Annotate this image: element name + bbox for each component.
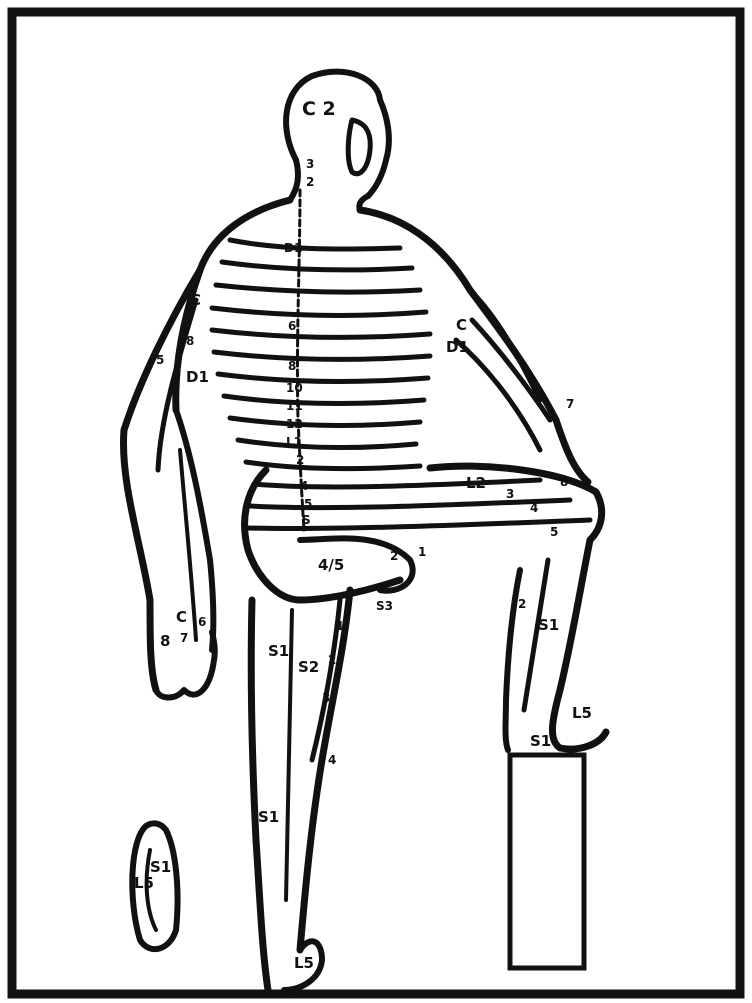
label-left-leg-3: 3 bbox=[322, 691, 330, 705]
label-head-c2: C 2 bbox=[302, 98, 336, 120]
label-neck-3: 3 bbox=[306, 157, 314, 171]
label-left-arm-c: C bbox=[190, 291, 201, 309]
label-hand-6: 6 bbox=[198, 615, 206, 629]
label-spine-l1: L1 bbox=[286, 435, 302, 449]
label-buttock-45: 4/5 bbox=[318, 556, 344, 574]
label-left-arm-5: 5 bbox=[156, 353, 164, 367]
label-thigh-l2: L2 bbox=[466, 474, 486, 492]
label-right-arm-7: 7 bbox=[566, 397, 574, 411]
label-hand-8: 8 bbox=[160, 632, 170, 650]
label-right-arm-d1: D1 bbox=[446, 338, 469, 356]
label-spine-6: 6 bbox=[288, 319, 296, 333]
label-foot-s1: S1 bbox=[530, 732, 551, 750]
label-calf-s1: S1 bbox=[258, 808, 279, 826]
label-hand-7: 7 bbox=[180, 631, 188, 645]
label-buttock-1: 1 bbox=[418, 545, 426, 559]
label-left-leg-1: 1 bbox=[336, 619, 344, 633]
label-hand-c: C bbox=[176, 608, 187, 626]
label-sole-l5: L5 bbox=[134, 874, 154, 892]
label-left-leg-2: 2 bbox=[328, 653, 336, 667]
label-spine-11: 11 bbox=[286, 399, 303, 413]
label-right-arm-8: 8 bbox=[560, 475, 568, 489]
label-left-leg-s2: S2 bbox=[298, 658, 319, 676]
label-right-leg-2: 2 bbox=[518, 597, 526, 611]
label-thigh-3: 3 bbox=[506, 487, 514, 501]
label-sacral-s3: S3 bbox=[376, 599, 393, 613]
label-thigh-4: 4 bbox=[530, 501, 538, 515]
figure-border bbox=[12, 12, 740, 994]
label-left-arm-d1: D1 bbox=[186, 368, 209, 386]
label-heel-l5: L5 bbox=[294, 954, 314, 972]
label-spine-l4: 4 bbox=[300, 479, 308, 493]
label-right-leg-s1: S1 bbox=[538, 616, 559, 634]
label-spine-l2: 2 bbox=[296, 453, 304, 467]
label-sacral-s: S bbox=[302, 513, 311, 527]
label-left-leg-s1: S1 bbox=[268, 642, 289, 660]
label-left-leg-4: 4 bbox=[328, 753, 336, 767]
label-foot-l5: L5 bbox=[572, 704, 592, 722]
label-spine-8: 8 bbox=[288, 359, 296, 373]
label-right-arm-c: C bbox=[456, 316, 467, 334]
label-spine-d1: D1 bbox=[284, 241, 302, 255]
label-left-arm-8: 8 bbox=[186, 334, 194, 348]
label-thigh-5: 5 bbox=[550, 525, 558, 539]
label-spine-10: 10 bbox=[286, 381, 303, 395]
label-buttock-2: 2 bbox=[390, 549, 398, 563]
label-neck-2: 2 bbox=[306, 175, 314, 189]
label-spine-12: 12 bbox=[286, 417, 303, 431]
label-spine-l5: 5 bbox=[304, 497, 312, 511]
